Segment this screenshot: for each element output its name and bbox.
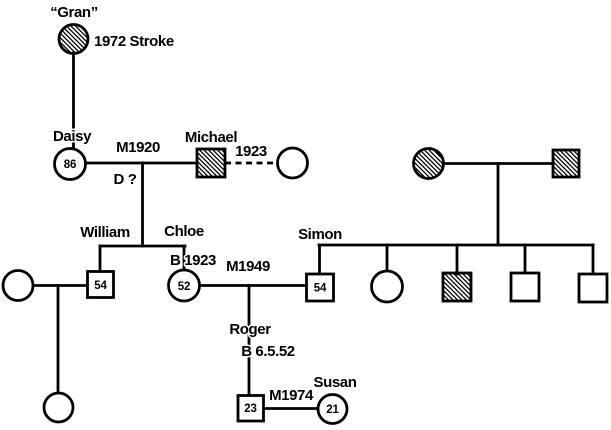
simon-square: [305, 272, 335, 303]
daisy-name-label: Daisy: [53, 128, 92, 145]
simon-brother2-square: [577, 272, 609, 304]
michael-name-label: Michael: [185, 129, 237, 146]
simon-age-label: 54: [314, 283, 327, 295]
simon-father-affected-square: [551, 148, 581, 179]
chloe-circle: [167, 268, 201, 303]
michael-affected-square: [195, 147, 227, 179]
gran-name-label: “Gran”: [50, 4, 98, 21]
marriage-1920-label: M1920: [116, 139, 160, 156]
roger-name-label: Roger: [229, 321, 271, 338]
simon-brother1-square: [509, 271, 541, 303]
william-square: [86, 270, 115, 299]
william-child-circle: [42, 391, 75, 424]
roger-age-label: 23: [244, 403, 256, 415]
susan-circle: [316, 393, 349, 425]
divorce-query-label: D ?: [114, 171, 137, 188]
union-1923-label: 1923: [235, 143, 267, 160]
chloe-age-label: 52: [178, 281, 190, 293]
william-wife-circle: [1, 269, 35, 302]
william-age-label: 54: [94, 280, 107, 292]
susan-name-label: Susan: [313, 374, 356, 391]
marriage-1974-label: M1974: [269, 387, 314, 404]
simon-name-label: Simon: [298, 226, 342, 243]
roger-square: [236, 394, 265, 423]
marriage-1949-label: M1949: [226, 258, 270, 275]
michael-second-wife-circle: [276, 146, 309, 180]
chloe-birth-label: B 1923: [170, 252, 216, 269]
simon-sister-circle: [370, 269, 404, 304]
simon-affected-brother-square: [441, 271, 473, 303]
william-name-label: William: [80, 224, 130, 241]
roger-birth-label: B 6.5.52: [241, 343, 295, 360]
chloe-name-label: Chloe: [164, 223, 204, 240]
simon-mother-affected-circle: [412, 147, 445, 180]
susan-age-label: 21: [326, 404, 339, 416]
gran-event-label: 1972 Stroke: [94, 33, 174, 50]
gran-affected-circle: [57, 23, 90, 55]
daisy-circle: [53, 147, 87, 181]
daisy-age-label: 86: [64, 159, 76, 171]
